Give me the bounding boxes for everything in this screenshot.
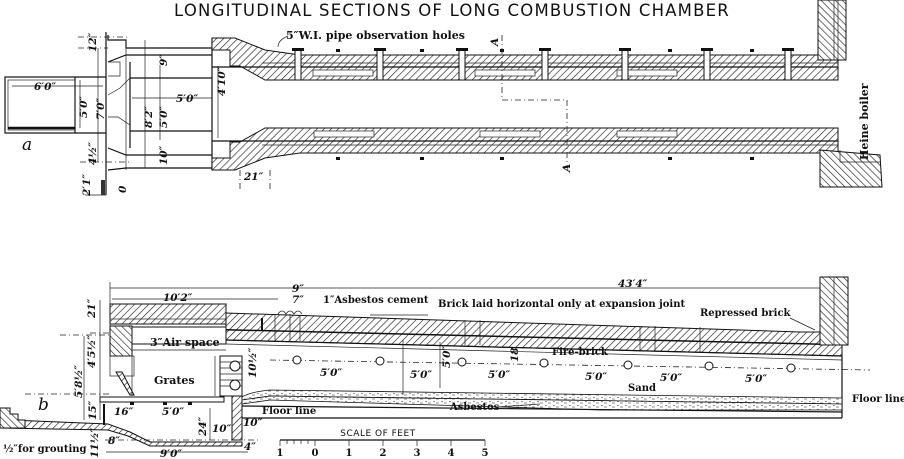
dim-21: 21″ xyxy=(243,171,264,183)
dim-4-10: 4′10″ xyxy=(216,66,228,96)
asbestos-cement-label: 1″Asbestos cement xyxy=(323,295,429,306)
scale-tick-label: 2 xyxy=(380,448,387,459)
scale-title: SCALE OF FEET xyxy=(340,429,415,439)
dim-8: 8″ xyxy=(108,435,120,447)
side-view-section xyxy=(0,276,871,453)
spacing-5: 5′0″ xyxy=(660,372,682,384)
fire-brick-label: Fire-brick xyxy=(552,347,609,358)
dim-5-0-c: 5′0″ xyxy=(176,93,198,105)
spacing-1: 5′0″ xyxy=(320,367,342,379)
observation-pipes xyxy=(292,48,794,81)
asbestos-label: Asbestos xyxy=(449,402,500,413)
scale-bar: SCALE OF FEET 1 0 1 2 3 4 5 xyxy=(277,429,489,459)
spacing-6: 5′0″ xyxy=(745,373,767,385)
repressed-brick-label: Repressed brick xyxy=(700,308,792,319)
dead-plate xyxy=(115,371,135,396)
scale-tick-label: 3 xyxy=(414,448,421,459)
floor-line-right-label: Floor line xyxy=(852,394,904,405)
sand-label: Sand xyxy=(628,383,656,394)
observation-holes-leader xyxy=(277,35,289,48)
front-wall-brick xyxy=(109,325,133,357)
scale-tick-label: 5 xyxy=(482,448,489,459)
dim-7-0: 7′0″ xyxy=(95,98,107,120)
dim-10: 10″ xyxy=(158,145,170,165)
heine-boiler-label: Heine boiler xyxy=(858,83,871,160)
dim-2-1: 2′1″ xyxy=(81,174,93,197)
air-space-label: 3″Air space xyxy=(150,336,220,349)
centerline xyxy=(269,359,871,371)
dim-18: 18 xyxy=(509,347,521,362)
dim-0: 0 xyxy=(117,185,129,193)
dim-12: 12″ xyxy=(87,32,99,52)
dim-5-0-mid: 5′0″ xyxy=(441,346,453,368)
dim-8-2: 8′2″ xyxy=(143,106,155,128)
dim-10-a: 10″ xyxy=(212,423,232,435)
scale-tick-label: 4 xyxy=(448,448,455,459)
scale-tick-label: 1 xyxy=(346,448,353,459)
spacing-4: 5′0″ xyxy=(585,371,607,383)
view-letter-a: a xyxy=(22,135,32,155)
dim-11-half: 11½″ xyxy=(89,427,101,458)
scale-tick-label: 0 xyxy=(312,448,319,459)
grate-bars xyxy=(99,396,225,403)
floor-line-left-label: Floor line xyxy=(262,406,316,417)
dim-10-2: 10′2″ xyxy=(163,292,193,304)
brick-laid-label: Brick laid horizontal only at expansion … xyxy=(438,299,685,310)
side-observation-holes xyxy=(292,355,796,373)
front-box-inner xyxy=(7,79,76,131)
dim-5-0-a: 5′0″ xyxy=(78,96,90,118)
spacing-2: 5′0″ xyxy=(410,369,432,381)
grouting-label: ½″for grouting xyxy=(3,444,87,455)
dim-9-0: 9′0″ xyxy=(160,448,182,459)
dim-7-side: 7″ xyxy=(292,294,304,306)
asbestos-layer xyxy=(241,395,843,411)
dim-5-0-grate: 5′0″ xyxy=(162,406,184,418)
spacing-3: 5′0″ xyxy=(488,369,510,381)
dim-4: 4″ xyxy=(244,441,256,453)
dim-43-4: 43′4″ xyxy=(618,278,648,290)
repressed-brick-leader xyxy=(789,317,816,331)
dim-10-b: 10″ xyxy=(243,417,263,429)
grates-label: Grates xyxy=(154,374,195,387)
dim-6-0: 6′0″ xyxy=(34,81,56,93)
section-mark-bottom: A xyxy=(561,164,573,173)
dim-21-side: 21″ xyxy=(86,298,98,319)
front-foundation xyxy=(0,407,26,429)
section-mark-top: A xyxy=(489,38,501,47)
dim-5-8-half: 5′8½″ xyxy=(73,365,85,398)
boiler-foundation xyxy=(819,149,883,188)
furnace-arch xyxy=(109,303,227,325)
top-view-plan: A A xyxy=(4,0,883,196)
dim-9-side: 9″ xyxy=(292,283,304,295)
observation-holes-label: 5″W.I. pipe observation holes xyxy=(286,29,465,42)
dim-4-5-half: 4′5½″ xyxy=(86,335,98,368)
dim-5-0-b: 5′0″ xyxy=(158,106,170,128)
view-letter-b: b xyxy=(38,395,49,415)
dim-15: 15″ xyxy=(87,400,99,420)
drawing-title: LONGITUDINAL SECTIONS OF LONG COMBUSTION… xyxy=(174,1,730,20)
dim-4-half: 4½″ xyxy=(87,142,99,165)
bridge-wall-base xyxy=(231,395,243,441)
dim-9: 9″ xyxy=(158,54,170,66)
boiler-wall-top xyxy=(817,0,847,61)
dim-24: 24″ xyxy=(197,416,209,437)
bottom-wall-section xyxy=(211,127,839,171)
scale-tick-label: 1 xyxy=(277,448,284,459)
dim-10-half: 10½″ xyxy=(247,347,259,378)
dim-16: 16″ xyxy=(114,406,134,418)
